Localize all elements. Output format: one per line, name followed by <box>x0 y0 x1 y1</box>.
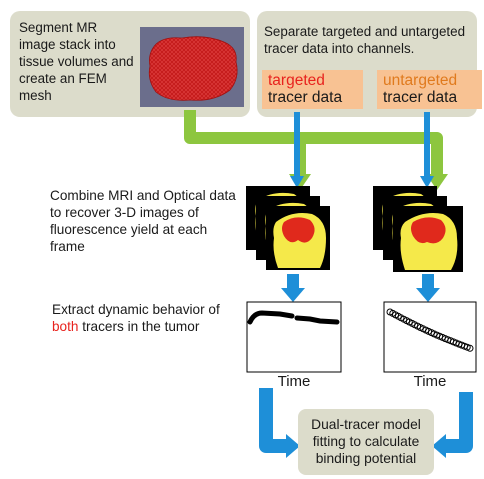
right-plot-marker <box>452 339 460 347</box>
right-plot-marker <box>400 315 408 323</box>
extract-after: tracers in the tumor <box>78 319 200 334</box>
right-plot-marker <box>430 330 438 338</box>
fit-text: Dual-tracer model fitting to calculate b… <box>311 417 421 466</box>
targeted-rest: tracer data <box>268 89 343 106</box>
right-plot-marker <box>427 329 435 337</box>
right-plot-marker <box>444 336 452 344</box>
green-arrow <box>184 110 443 176</box>
right-plot-marker <box>461 342 468 350</box>
right-plot-marker <box>449 338 457 346</box>
right-plot <box>383 301 477 373</box>
right-plot-marker <box>397 314 405 322</box>
right-plot-marker <box>422 326 430 334</box>
targeted-box: targeted tracer data <box>262 70 363 109</box>
segment-text: Segment MR image stack into tissue volum… <box>19 20 134 103</box>
blue-arrow-left-fit <box>259 388 288 453</box>
right-plot-marker <box>463 343 471 351</box>
left-plot-xlabel: Time <box>277 373 311 390</box>
separate-text: Separate targeted and untargeted tracer … <box>264 24 466 56</box>
right-plot-marker <box>416 324 424 331</box>
right-plot-marker <box>403 317 411 325</box>
right-plot-marker <box>414 322 422 330</box>
green-arrowhead <box>426 174 448 190</box>
right-plot-marker <box>441 335 449 343</box>
extract-before: Extract dynamic behavior of <box>52 302 220 317</box>
right-plot-marker <box>455 340 463 348</box>
combine-text: Combine MRI and Optical data to recover … <box>50 188 236 254</box>
untargeted-box: untargeted tracer data <box>377 70 482 109</box>
right-image-stack <box>373 186 463 272</box>
right-plot-marker <box>466 344 474 352</box>
targeted-word: targeted <box>268 72 325 89</box>
right-plot-marker <box>394 312 402 320</box>
right-plot-marker <box>408 319 416 327</box>
extract-text: Extract dynamic behavior of both tracers… <box>52 301 232 335</box>
blue-arrow-right-fit <box>444 392 473 453</box>
right-plot-marker <box>425 327 433 335</box>
untargeted-word: untargeted <box>383 72 458 89</box>
right-plot-marker <box>438 333 446 341</box>
right-plot-marker <box>392 311 399 319</box>
extract-highlight: both <box>52 319 79 334</box>
untargeted-rest: tracer data <box>383 89 458 106</box>
left-image-stack <box>246 186 330 270</box>
right-plot-marker <box>405 318 413 326</box>
right-plot-marker <box>386 308 394 316</box>
fit-panel <box>298 409 434 475</box>
right-plot-marker <box>447 337 455 345</box>
right-plot-marker <box>433 331 441 339</box>
right-plot-xlabel: Time <box>413 373 447 390</box>
right-plot-marker <box>458 341 466 349</box>
left-plot <box>246 301 342 373</box>
right-plot-marker <box>389 309 397 317</box>
right-plot-marker <box>411 321 419 329</box>
right-plot-marker <box>419 325 427 333</box>
right-plot-marker <box>436 332 444 340</box>
